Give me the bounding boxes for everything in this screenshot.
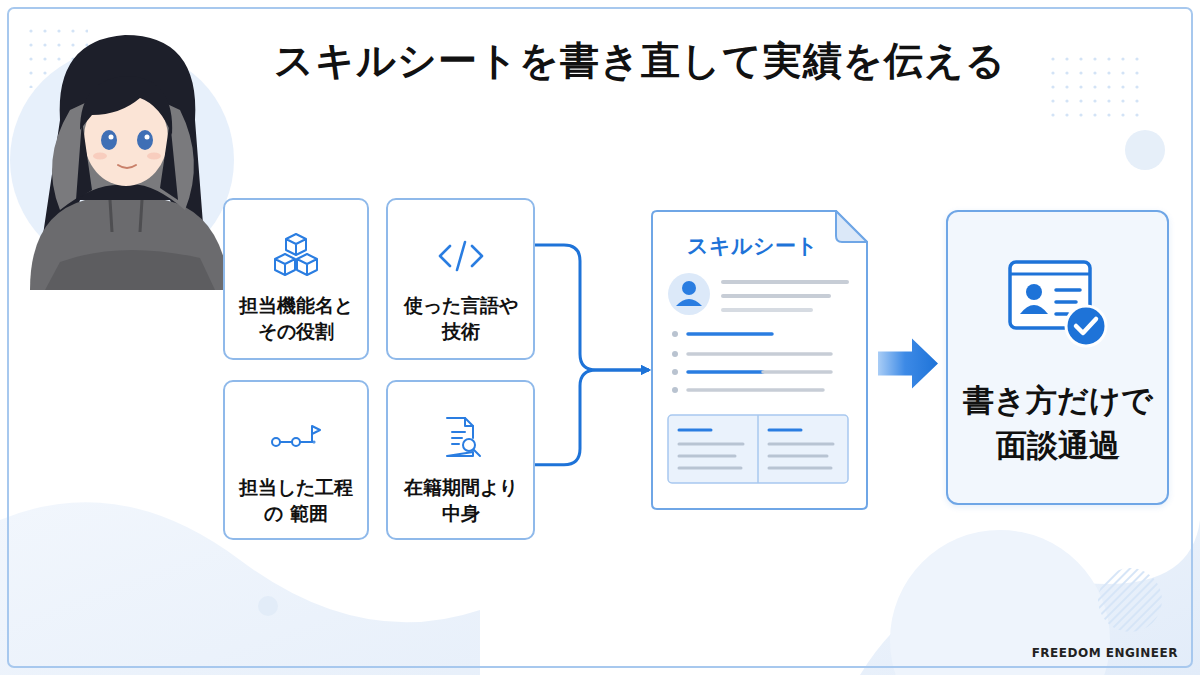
art-part <box>668 415 848 483</box>
blush <box>147 153 161 160</box>
art-part <box>280 441 312 443</box>
profile-check-icon <box>1006 256 1110 352</box>
art-part <box>440 246 450 266</box>
diagram-title: スキルシートを書き直して実績を伝える <box>220 34 1060 88</box>
document-outline <box>652 211 867 509</box>
cubes-icon <box>270 230 322 282</box>
connector-line <box>535 370 649 465</box>
art-part <box>1066 306 1106 346</box>
art-part <box>275 254 295 275</box>
info-box: 使った言語や 技術 <box>386 198 535 360</box>
hoodie-string <box>110 200 142 232</box>
node-text: 書き方だけで 面談通過 <box>958 378 1158 468</box>
result-box: 書き方だけで 面談通過 <box>946 210 1169 505</box>
node-text: 使った言語や 技術 <box>394 292 527 344</box>
art-part <box>312 426 320 442</box>
art-part <box>1010 273 1090 276</box>
art-part <box>286 234 306 255</box>
art-part <box>440 242 482 270</box>
art-part <box>679 429 711 432</box>
art-part <box>292 438 300 446</box>
document-title: スキルシート <box>687 232 818 260</box>
character-illustration <box>10 35 234 290</box>
art-part <box>457 242 465 270</box>
connector-line <box>535 245 649 370</box>
node-text: 担当した工程の 範囲 <box>231 474 361 526</box>
arms <box>45 250 215 290</box>
art-part <box>679 444 743 468</box>
brand-label: FREEDOM ENGINEER <box>1032 646 1178 660</box>
process-steps-icon <box>270 412 322 464</box>
art-part <box>769 444 833 468</box>
bg-circle <box>258 596 278 616</box>
eye-shine <box>109 135 114 140</box>
avatar-head <box>682 281 696 295</box>
hair-bangs <box>80 76 172 135</box>
art-part <box>473 450 480 457</box>
dot-grid <box>1048 50 1148 120</box>
hair-side <box>76 120 178 200</box>
art-part <box>688 332 772 336</box>
art-part <box>769 429 801 432</box>
bullet-list <box>672 331 831 393</box>
art-part <box>672 387 678 393</box>
art-part <box>314 442 315 443</box>
eye-shine <box>145 135 150 140</box>
code-icon <box>435 230 487 282</box>
art-part <box>1020 305 1048 314</box>
blush <box>93 153 107 160</box>
node-text: 在籍期間より 中身 <box>394 474 527 526</box>
art-part <box>297 254 317 275</box>
art-part <box>672 351 678 357</box>
info-box: 担当した工程の 範囲 <box>223 380 369 540</box>
flow-arrow <box>878 338 938 388</box>
art-part <box>688 370 763 374</box>
art-part <box>275 234 317 275</box>
art-part <box>1026 284 1042 300</box>
node-text: 担当機能名と その役割 <box>231 292 361 344</box>
info-box: 在籍期間より 中身 <box>386 380 535 540</box>
bg-circle <box>1098 568 1162 632</box>
art-part <box>472 246 482 266</box>
art-part <box>688 388 823 392</box>
art-part <box>447 418 480 456</box>
text-line <box>723 294 829 298</box>
text-line <box>723 308 811 312</box>
page-frame <box>8 8 1192 667</box>
bg-circle <box>1125 130 1165 170</box>
info-box: 担当機能名と その役割 <box>223 198 369 360</box>
mouth <box>118 165 136 168</box>
eye <box>101 130 117 150</box>
art-part <box>672 369 678 375</box>
document-search-icon <box>435 412 487 464</box>
text-line <box>723 280 847 284</box>
folded-corner <box>836 211 867 242</box>
avatar-body <box>676 299 702 306</box>
art-part <box>672 331 678 337</box>
document-node: スキルシート <box>651 210 868 510</box>
avatar-circle <box>668 273 710 315</box>
art-part <box>763 370 831 374</box>
art-part <box>272 438 280 446</box>
eye <box>137 130 153 150</box>
art-part <box>1076 319 1096 333</box>
art-part <box>688 352 831 356</box>
art-part <box>757 415 759 483</box>
art-part <box>272 426 320 446</box>
art-part <box>465 418 473 426</box>
hoodie <box>30 200 230 290</box>
table-block <box>668 415 848 483</box>
